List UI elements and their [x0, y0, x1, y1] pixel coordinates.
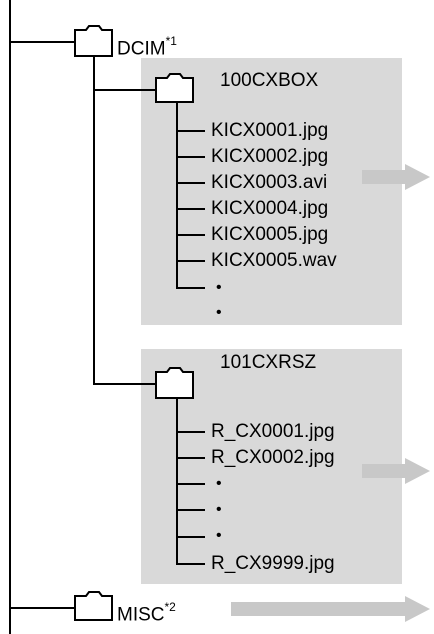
folder-label-dcim: DCIM*1 — [117, 32, 177, 60]
file-item: KICX0005.jpg — [211, 224, 329, 245]
ellipsis-dot: • — [216, 304, 222, 321]
ellipsis-dot: • — [216, 527, 222, 544]
folder-label-misc: MISC*2 — [117, 598, 176, 626]
folder-icon — [74, 25, 113, 57]
folder-label-101cxrsz: 101CXRSZ — [220, 352, 317, 373]
arrow-right-icon — [362, 164, 430, 190]
footnote-marker: *2 — [164, 600, 176, 614]
folder-label-100cxbox: 100CXBOX — [220, 70, 319, 91]
arrow-right-icon — [362, 458, 430, 484]
ellipsis-dot: • — [216, 475, 222, 492]
footnote-marker: *1 — [165, 34, 177, 48]
file-item: R_CX9999.jpg — [211, 553, 335, 574]
arrow-right-icon — [231, 596, 430, 622]
folder-icon — [155, 73, 194, 103]
file-item: KICX0005.wav — [211, 250, 337, 271]
file-item: KICX0001.jpg — [211, 120, 329, 141]
file-item: KICX0003.avi — [211, 172, 328, 193]
file-item: R_CX0001.jpg — [211, 421, 335, 442]
folder-icon — [155, 367, 194, 399]
folder-name: DCIM — [117, 38, 166, 60]
ellipsis-dot: • — [216, 501, 222, 518]
ellipsis-dot: • — [216, 279, 222, 296]
file-item: KICX0004.jpg — [211, 198, 329, 219]
file-item: KICX0002.jpg — [211, 146, 329, 167]
file-item: R_CX0002.jpg — [211, 447, 335, 468]
folder-name: MISC — [117, 604, 165, 626]
folder-icon — [74, 591, 113, 621]
